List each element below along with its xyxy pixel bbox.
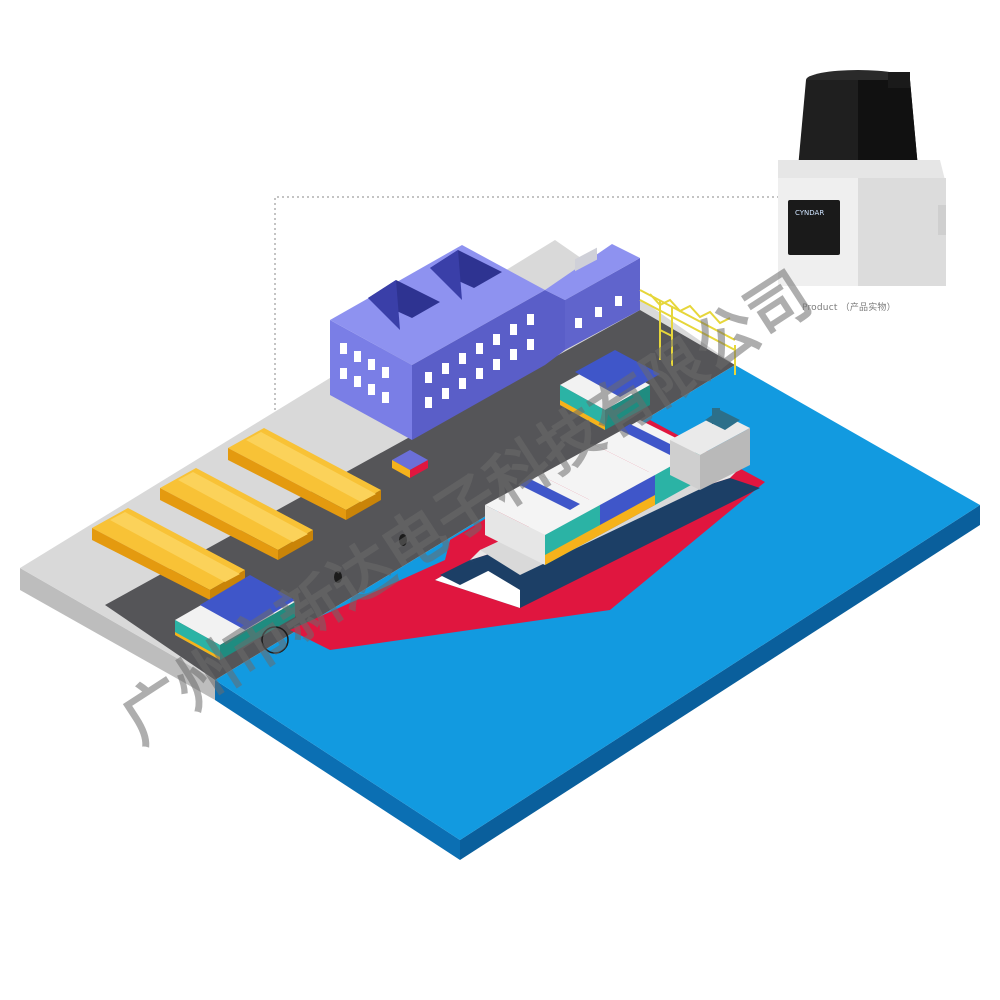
building-windows [340, 296, 622, 408]
product-caption: Product （产品实物） [802, 303, 896, 313]
forklift-truck [392, 450, 428, 478]
ship-bridge [670, 408, 750, 490]
warehouse-2 [160, 468, 313, 560]
sensor-brand-label: CYNDAR [795, 209, 824, 217]
container-stack-left [175, 575, 295, 660]
container-ship [435, 408, 760, 608]
warehouse-1 [92, 508, 245, 600]
ship-hull [435, 478, 760, 608]
office-building [330, 244, 640, 440]
sea-side-left [215, 680, 460, 860]
highlight-circle [261, 626, 289, 654]
laser-scanner-icon: CYNDAR [778, 70, 946, 286]
bollards [334, 534, 407, 583]
ship-containers [485, 420, 700, 565]
quay-curb-front [20, 568, 215, 700]
container-stack-right [560, 350, 660, 430]
warehouse-3 [228, 428, 381, 520]
sea-side-right [460, 505, 980, 860]
warehouses [92, 428, 381, 600]
gantry-crane [639, 289, 736, 375]
building-front [330, 320, 412, 440]
